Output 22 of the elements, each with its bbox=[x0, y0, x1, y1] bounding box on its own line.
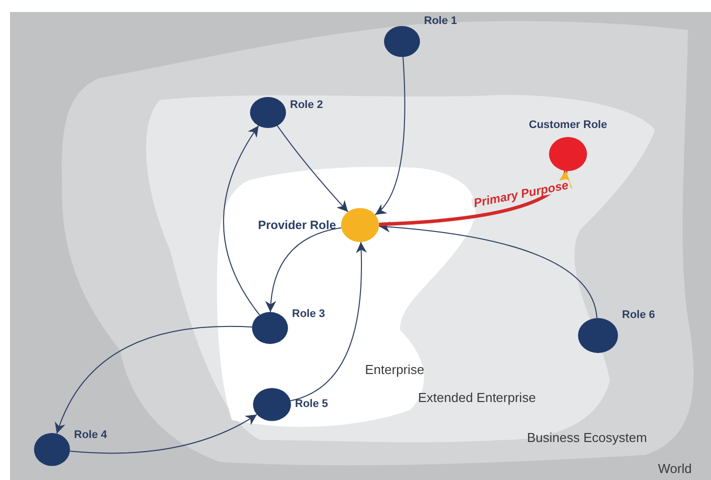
arrow bbox=[55, 326, 253, 434]
arrow bbox=[266, 227, 342, 312]
arrow bbox=[378, 170, 570, 226]
region-label: Business Ecosystem bbox=[527, 429, 647, 447]
arrow bbox=[378, 222, 598, 319]
role-label: Role 2 bbox=[290, 98, 324, 113]
arrow bbox=[290, 241, 367, 402]
role-label: Role 6 bbox=[622, 308, 656, 323]
role-label: Role 4 bbox=[74, 428, 108, 443]
role-label: Provider Role bbox=[256, 217, 336, 234]
region-label: Enterprise bbox=[365, 361, 424, 379]
region-label: Extended Enterprise bbox=[418, 389, 536, 407]
role-label: Role 3 bbox=[292, 307, 326, 322]
arrow bbox=[374, 56, 406, 216]
region-label: World bbox=[658, 460, 692, 478]
role-label: Role 5 bbox=[295, 397, 328, 412]
world-region bbox=[10, 12, 711, 480]
arrow bbox=[223, 125, 260, 316]
role-label: Customer Role bbox=[528, 118, 608, 133]
role-label: Role 1 bbox=[424, 14, 458, 29]
arrow bbox=[276, 125, 348, 212]
arrow bbox=[69, 414, 258, 454]
